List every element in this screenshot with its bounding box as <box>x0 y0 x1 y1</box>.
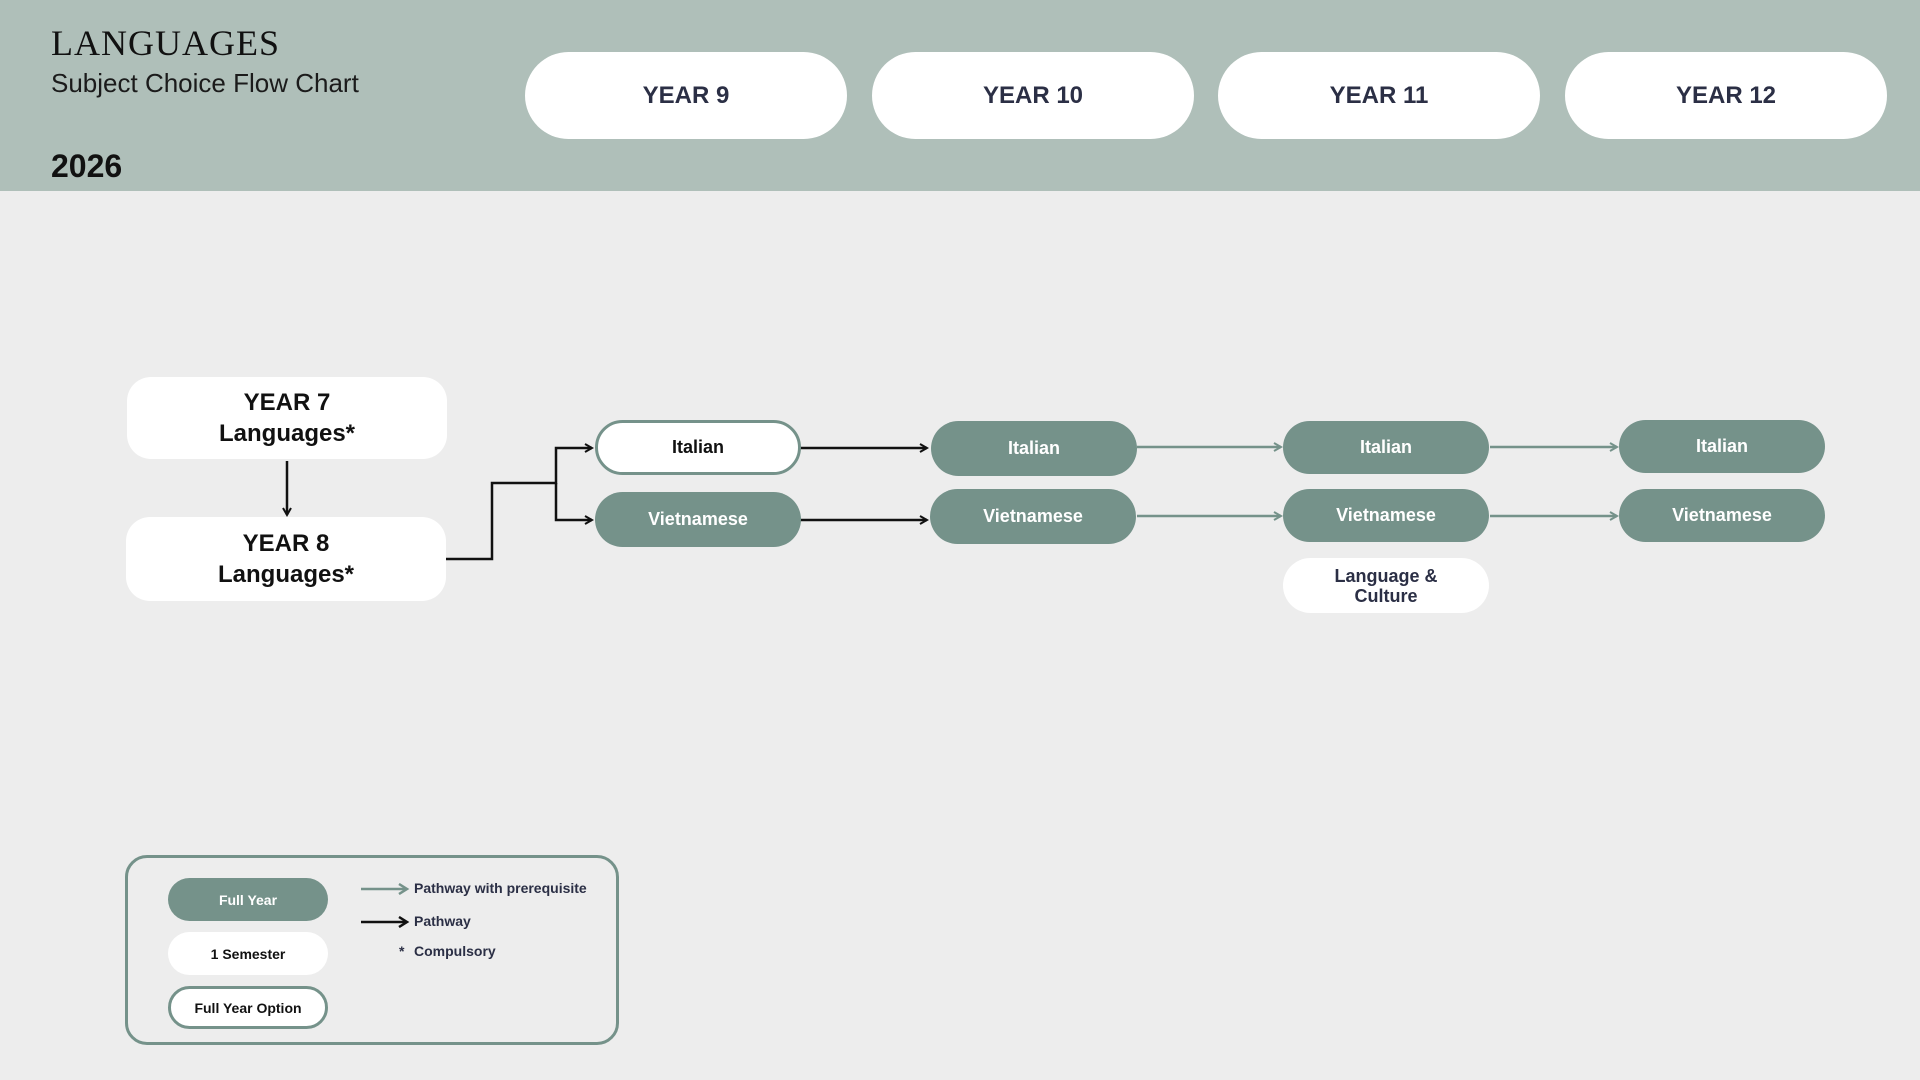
arrow-y8-to-vietnamese <box>554 483 592 520</box>
year-8-languages-box: YEAR 8 Languages* <box>126 517 446 601</box>
column-header-year-10: YEAR 10 <box>872 52 1194 139</box>
legend-full-year-swatch: Full Year <box>168 878 328 921</box>
year-11-culture-line-1: Language & <box>1334 565 1438 586</box>
year-10-italian-node: Italian <box>931 421 1137 476</box>
year-7-languages-box: YEAR 7 Languages* <box>127 377 447 459</box>
arrow-y8-to-italian <box>446 448 592 561</box>
year-12-italian-node: Italian <box>1619 420 1825 473</box>
year-7-subject: Languages* <box>218 420 356 447</box>
legend-prereq-arrow-icon <box>361 883 410 895</box>
page-subtitle: Subject Choice Flow Chart <box>51 68 359 98</box>
legend-pathway-prereq-label: Pathway with prerequisite <box>414 880 587 896</box>
legend-asterisk-symbol: * <box>399 943 405 959</box>
column-header-year-12: YEAR 12 <box>1565 52 1887 139</box>
legend-one-semester-swatch: 1 Semester <box>168 932 328 975</box>
year-7-label: YEAR 7 <box>243 389 331 416</box>
year-11-language-culture-node: Language & Culture <box>1283 558 1489 613</box>
year-9-italian-node: Italian <box>595 420 801 475</box>
page-title: LANGUAGES <box>51 23 280 63</box>
legend-compulsory-label: Compulsory <box>414 943 496 959</box>
year-label: 2026 <box>51 148 123 184</box>
column-header-year-9: YEAR 9 <box>525 52 847 139</box>
year-11-italian-node: Italian <box>1283 421 1489 474</box>
legend-pathway-arrow-icon <box>361 916 410 928</box>
year-8-subject: Languages* <box>217 561 355 588</box>
year-11-culture-line-2: Culture <box>1354 585 1418 606</box>
legend-pathway-label: Pathway <box>414 913 471 929</box>
legend-box: Full Year 1 Semester Full Year Option Pa… <box>125 855 619 1045</box>
year-12-vietnamese-node: Vietnamese <box>1619 489 1825 542</box>
year-10-vietnamese-node: Vietnamese <box>930 489 1136 544</box>
year-9-vietnamese-node: Vietnamese <box>595 492 801 547</box>
header-banner: LANGUAGES Subject Choice Flow Chart 2026… <box>0 0 1920 191</box>
column-header-year-11: YEAR 11 <box>1218 52 1540 139</box>
year-8-label: YEAR 8 <box>242 530 330 557</box>
legend-full-year-option-swatch: Full Year Option <box>168 986 328 1029</box>
year-11-vietnamese-node: Vietnamese <box>1283 489 1489 542</box>
